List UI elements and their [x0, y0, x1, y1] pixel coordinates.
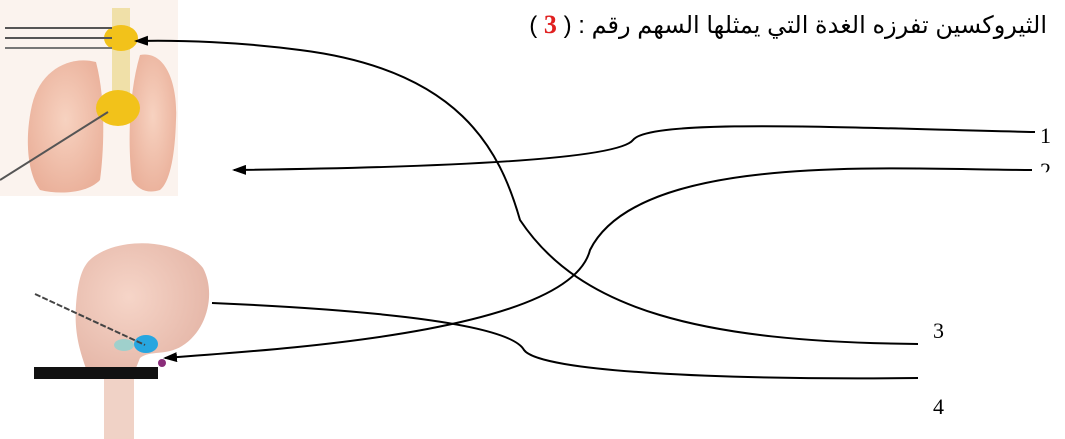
label-1: 1: [1040, 123, 1051, 148]
brain-shape: [75, 243, 210, 378]
thyroid-gland: [104, 25, 138, 51]
thymus-gland: [96, 90, 140, 126]
thorax-illustration: [0, 0, 178, 196]
trachea: [112, 8, 130, 100]
right-lung: [129, 54, 177, 192]
arrow-3: [134, 35, 919, 345]
line-4: [211, 302, 919, 380]
pointer-line-4: [0, 111, 109, 181]
question-text: الثيروكسين تفرزه الغدة التي يمثلها السهم…: [529, 10, 1047, 40]
brain-illustration: [34, 243, 210, 439]
answer-number: 3: [543, 10, 557, 39]
label-2: 2: [1040, 158, 1051, 183]
pituitary-gland: [158, 359, 166, 367]
arrow-1: [232, 125, 1036, 175]
thalamus: [114, 339, 134, 351]
arrow-2: [163, 167, 1033, 363]
hypothalamus: [134, 335, 158, 353]
brain-pointer-line: [34, 293, 146, 346]
spinal-cord: [104, 372, 134, 439]
left-lung: [27, 60, 104, 193]
label-3: 3: [933, 318, 944, 343]
label-cover-bar: [34, 367, 158, 379]
question-close-paren: ): [529, 12, 538, 39]
label-4: 4: [933, 394, 944, 419]
question-prompt: الثيروكسين تفرزه الغدة التي يمثلها السهم…: [563, 12, 1047, 39]
